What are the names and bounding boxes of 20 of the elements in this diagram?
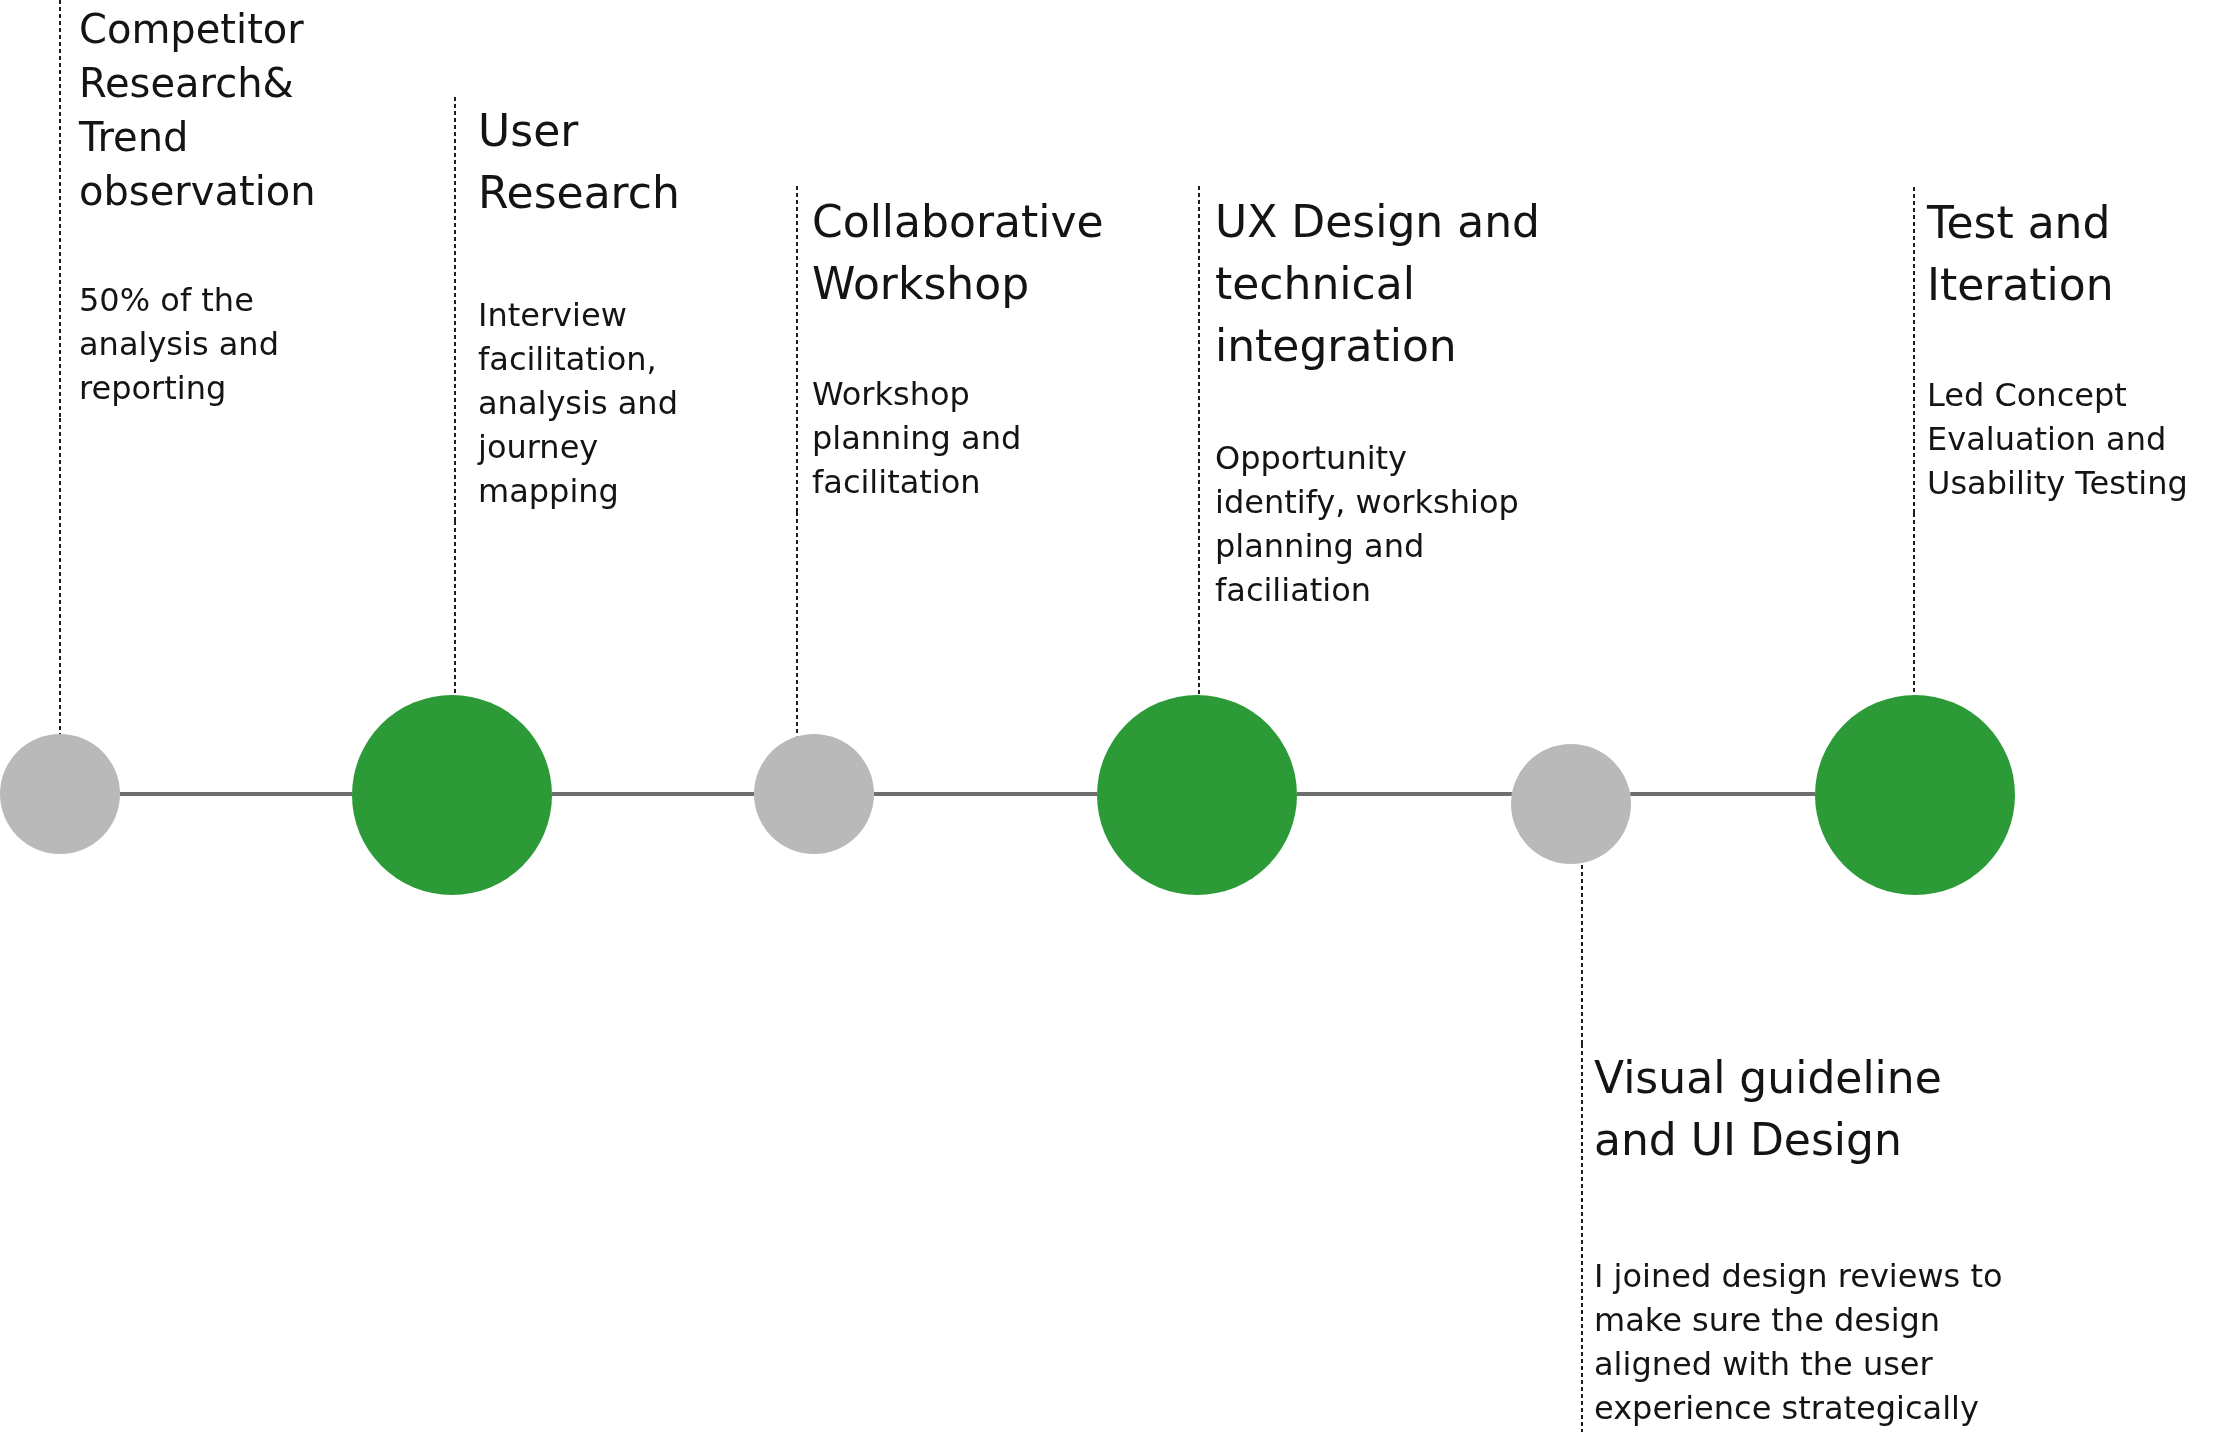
milestone-description: I joined design reviews to make sure the design aligned with the user experience strategically [1594,1256,2004,1429]
milestone-description: Opportunity identify, workshiop planning and faciliation [1215,438,1520,611]
milestone-description: Led Concept Evaluation and Usability Testing [1927,375,2189,504]
timeline-line [552,792,754,796]
leader-line [1198,619,1200,696]
milestone-description: Workshop planning and facilitation [812,374,1023,503]
milestone-description: 50% of the analysis and reporting [79,280,280,409]
milestone-title: Collaborative Workshop [812,195,1105,311]
milestone-title: User Research [478,104,681,220]
leader-line [1581,862,1583,1045]
milestone-title: Test and Iteration [1927,196,2115,312]
leader-line [59,417,61,735]
milestone-title: Competitor Research& Trend observation [79,5,317,216]
milestone-title: Visual guideline and UI Design [1594,1051,1943,1167]
timeline-line [1630,792,1815,796]
timeline-line [1297,792,1512,796]
timeline-line [120,792,352,796]
timeline-line [874,792,1097,796]
milestone-title: UX Design and technical integration [1215,195,1541,373]
milestone-description: Interview facilitation, analysis and journey mapping [478,295,679,512]
